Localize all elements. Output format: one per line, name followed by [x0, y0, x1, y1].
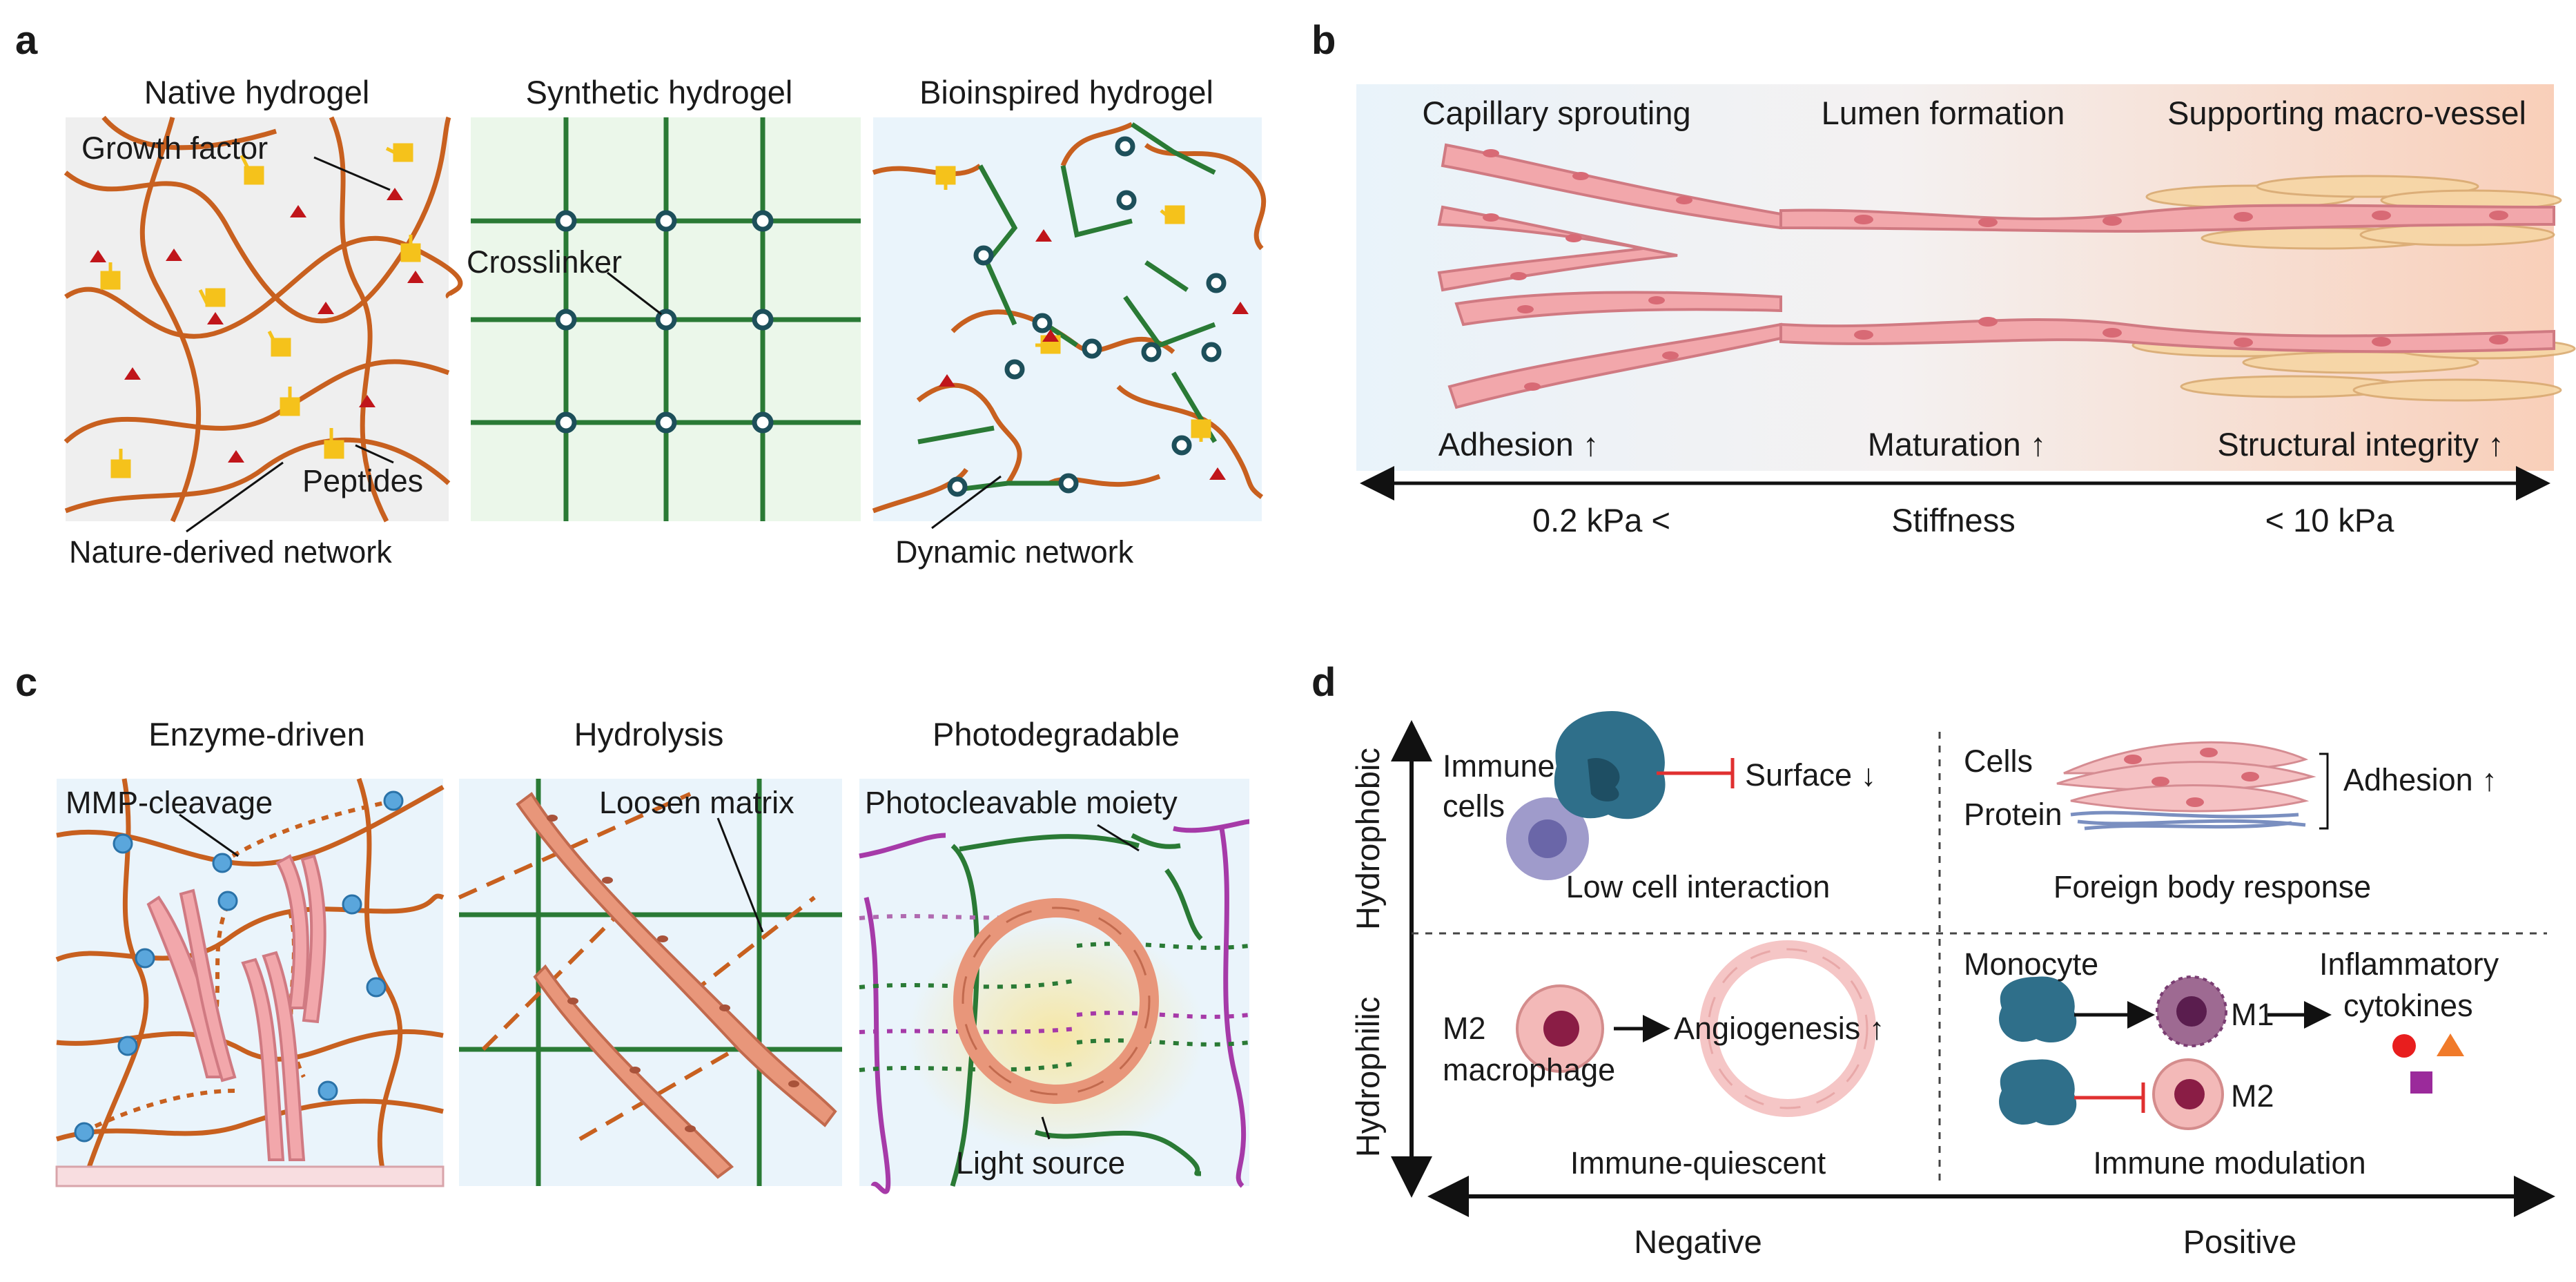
panel-letter-a: a — [15, 18, 38, 63]
photocleavable-moiety-label: Photocleavable moiety — [865, 785, 1178, 820]
m1-macrophage-cell — [2156, 975, 2227, 1047]
inflammatory-label: Inflammatory — [2319, 946, 2499, 982]
protein-label: Protein — [1964, 797, 2062, 832]
adhesion-label: Adhesion ↑ — [2343, 762, 2497, 797]
panel-c: c Enzyme-driven Hydrolysis Photodegradab… — [15, 660, 1250, 1194]
panel-b: b — [1311, 18, 2576, 538]
effect-maturation: Maturation ↑ — [1868, 426, 2047, 463]
panel-letter-c: c — [15, 660, 37, 705]
mmp-cleavage-label: MMP-cleavage — [66, 785, 273, 820]
stage-supporting-macro-vessel: Supporting macro-vessel — [2167, 95, 2526, 131]
immune-cells-label-2: cells — [1443, 788, 1505, 824]
dynamic-network-label: Dynamic network — [895, 534, 1134, 570]
quadrant-immune-quiescent: M2 macrophage Angiogenesis ↑ Immune-quie… — [1443, 940, 1884, 1181]
effect-adhesion: Adhesion ↑ — [1438, 426, 1599, 463]
immune-quiescent-caption: Immune-quiescent — [1570, 1145, 1826, 1181]
cytokines-label: cytokines — [2343, 988, 2473, 1023]
stiffness-low: 0.2 kPa < — [1532, 502, 1670, 538]
hydrolysis-box: Loosen matrix — [458, 779, 842, 1186]
cells-label: Cells — [1964, 744, 2033, 779]
effect-structural-integrity: Structural integrity ↑ — [2217, 426, 2504, 463]
stage-capillary-sprouting: Capillary sprouting — [1422, 95, 1690, 131]
endothelial-cells — [1437, 143, 2555, 409]
foreign-body-response-caption: Foreign body response — [2053, 869, 2371, 904]
native-hydrogel-box: Growth factor Peptides Nature-derived ne… — [64, 115, 463, 570]
quadrant-low-interaction: Immune cells Surface ↓ Low cell interact… — [1443, 711, 1876, 904]
quadrant-foreign-body: Cells Protein Adhesion ↑ Foreign body re… — [1964, 741, 2497, 904]
synthetic-hydrogel-title: Synthetic hydrogel — [526, 74, 793, 110]
angiogenesis-label: Angiogenesis ↑ — [1674, 1011, 1884, 1046]
m2-macrophage-cell-right — [2152, 1058, 2224, 1130]
photodegradable-box: Photocleavable moiety Light source — [859, 779, 1250, 1194]
bioinspired-hydrogel-title: Bioinspired hydrogel — [919, 74, 1213, 110]
cytokine-square — [2410, 1071, 2432, 1094]
m1-label: M1 — [2231, 997, 2274, 1032]
vessel-gradient-background — [1356, 84, 2554, 471]
panel-letter-b: b — [1311, 18, 1336, 63]
endothelial-nuclei — [1483, 149, 2508, 391]
stiffness-axis-label: Stiffness — [1891, 502, 2015, 538]
macrophage-label: macrophage — [1443, 1052, 1615, 1087]
low-cell-interaction-caption: Low cell interaction — [1566, 869, 1831, 904]
m2-label: M2 — [1443, 1011, 1486, 1046]
bioinspired-hydrogel-box: Dynamic network — [872, 117, 1267, 570]
monocyte-cell-2 — [1999, 1059, 2077, 1126]
axis-positive: Positive — [2183, 1223, 2297, 1260]
crosslinker-label: Crosslinker — [467, 244, 622, 280]
enzyme-driven-title: Enzyme-driven — [148, 716, 364, 752]
photodegradable-title: Photodegradable — [933, 716, 1180, 752]
light-source-label: Light source — [956, 1145, 1125, 1181]
cytokine-triangle — [2437, 1033, 2464, 1056]
peptides-label: Peptides — [302, 463, 423, 498]
nature-derived-network-label: Nature-derived network — [69, 534, 392, 570]
m2-right-label: M2 — [2231, 1078, 2274, 1114]
axis-hydrophilic: Hydrophilic — [1349, 997, 1386, 1157]
surface-label: Surface ↓ — [1745, 757, 1876, 793]
cytokine-circle — [2392, 1034, 2416, 1058]
enzyme-driven-box: MMP-cleavage — [55, 777, 445, 1187]
quadrant-immune-modulation: Monocyte M1 M2 Inflammatory cytokines Im… — [1964, 946, 2499, 1181]
adhered-cells — [2056, 741, 2316, 813]
monocyte-cell-1 — [1999, 976, 2077, 1043]
panel-letter-d: d — [1311, 660, 1336, 705]
native-hydrogel-title: Native hydrogel — [144, 74, 370, 110]
axis-negative: Negative — [1634, 1223, 1762, 1260]
growth-factor-label: Growth factor — [81, 130, 268, 166]
protein-layer — [2070, 810, 2306, 831]
hydrolysis-title: Hydrolysis — [574, 716, 724, 752]
monocyte-label: Monocyte — [1964, 946, 2098, 982]
immune-modulation-caption: Immune modulation — [2093, 1145, 2365, 1181]
loosen-matrix-label: Loosen matrix — [599, 785, 794, 820]
panel-a: a Native hydrogel Synthetic hydrogel Bio… — [15, 18, 1267, 570]
light-glow — [908, 918, 1204, 1153]
stage-lumen-formation: Lumen formation — [1822, 95, 2065, 131]
synthetic-hydrogel-box: Crosslinker — [467, 117, 861, 521]
axis-hydrophobic: Hydrophobic — [1349, 748, 1386, 930]
stiffness-high: < 10 kPa — [2265, 502, 2395, 538]
immune-cells-label-1: Immune — [1443, 748, 1555, 784]
vessel-ring — [953, 898, 1159, 1104]
panel-d: d Hydrophobic Hydrophilic Negative Posit… — [1311, 660, 2555, 1260]
